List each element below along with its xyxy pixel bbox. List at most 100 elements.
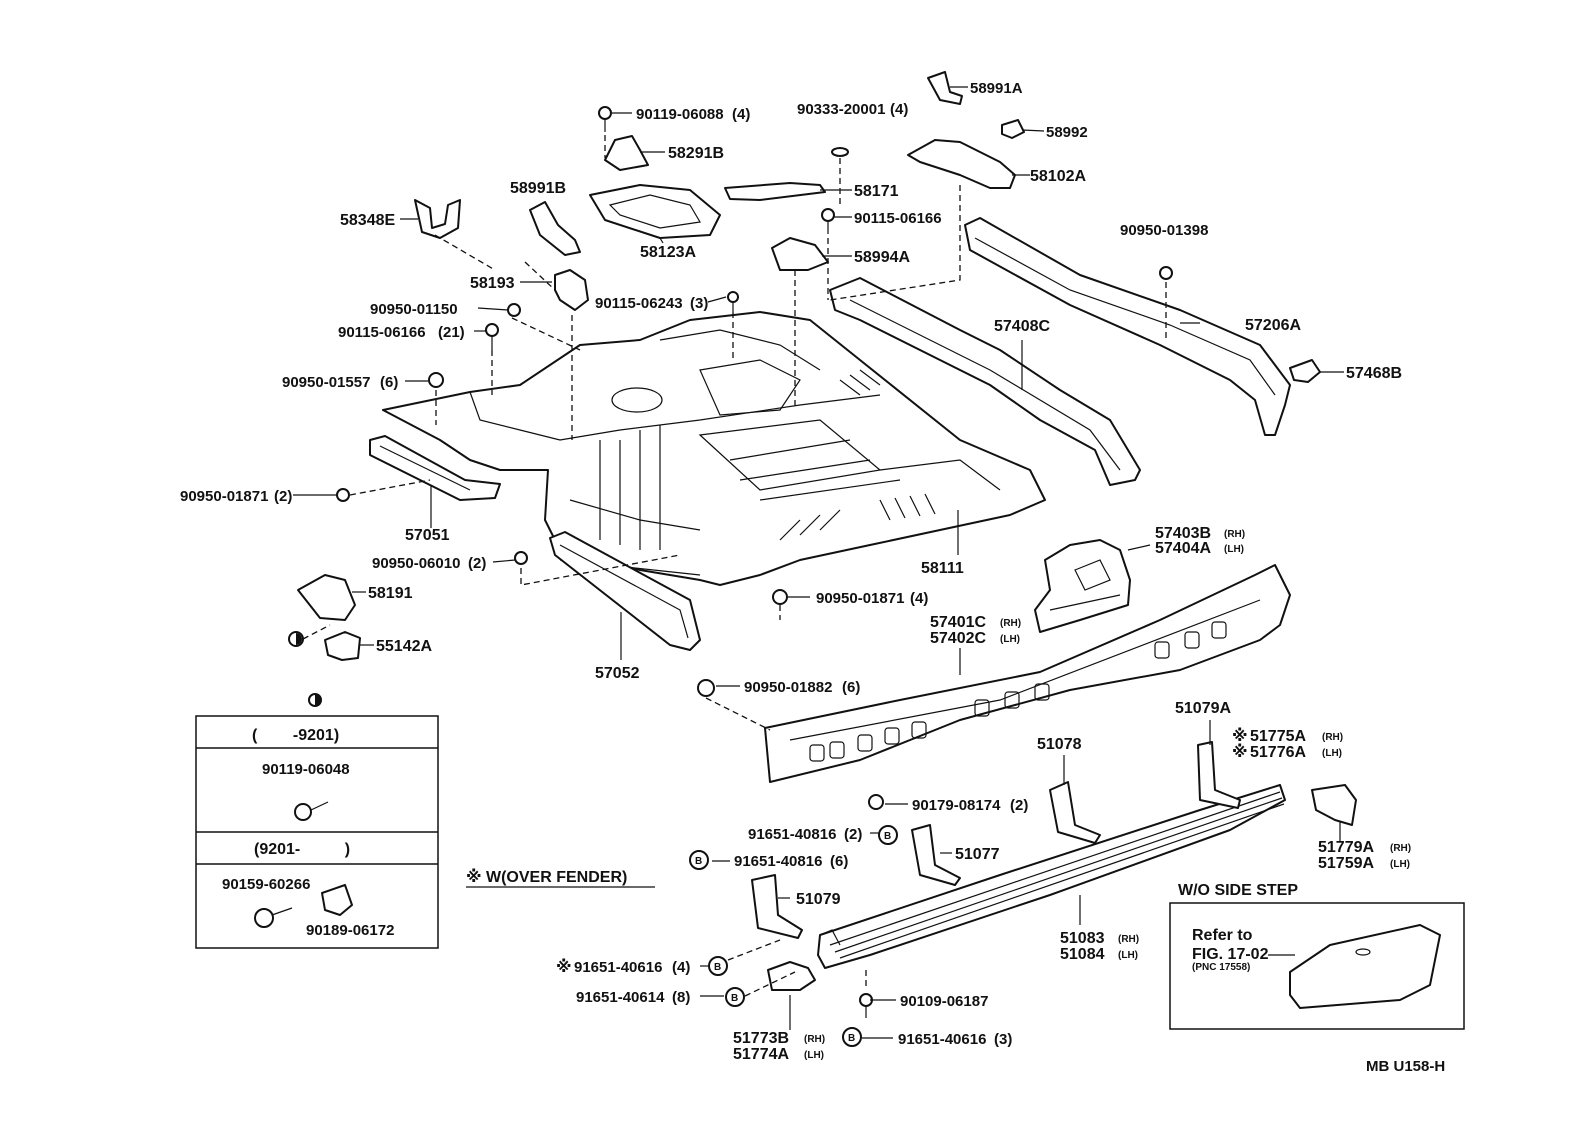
label-90333-20001: 90333-20001	[797, 101, 885, 118]
label-90950-06010-qty: (2)	[468, 555, 486, 572]
label-58291B: 58291B	[668, 145, 724, 162]
label-90950-01871-b: 90950-01871	[816, 590, 904, 607]
label-58992: 58992	[1046, 124, 1088, 141]
label-58994A: 58994A	[854, 249, 910, 266]
label-51775A-side: (RH)	[1322, 732, 1343, 743]
bracket-55142A	[324, 631, 361, 661]
rocker-holes	[809, 621, 1227, 762]
label-51078: 51078	[1037, 736, 1082, 753]
label-57468B: 57468B	[1346, 365, 1402, 382]
label-91651-40616-4: 91651-40616	[574, 959, 662, 976]
label-57051: 57051	[405, 527, 450, 544]
legend-row4-part-b: 90189-06172	[306, 922, 394, 939]
rocker-panel-57401C	[764, 564, 1291, 783]
label-57401C-side: (RH)	[1000, 618, 1021, 629]
label-58991B: 58991B	[510, 180, 566, 197]
running-board-51083	[817, 784, 1286, 969]
label-90950-01882-qty: (6)	[842, 679, 860, 696]
label-51083: 51083	[1060, 930, 1105, 947]
label-51779A-side: (RH)	[1390, 843, 1411, 854]
legend-screw-icon	[254, 907, 293, 928]
label-51084: 51084	[1060, 946, 1105, 963]
label-91651-40614: 91651-40614	[576, 989, 665, 1006]
plate-58171	[724, 182, 826, 201]
label-90950-01398: 90950-01398	[1120, 222, 1208, 239]
label-90950-01557: 90950-01557	[282, 374, 370, 391]
label-90950-01871-b-qty: (4)	[910, 590, 928, 607]
cover-58291B	[604, 135, 649, 171]
note-over-fender: ※ W(OVER FENDER)	[466, 868, 627, 886]
bracket-58191	[297, 574, 356, 621]
legend-row2-part: 90119-06048	[262, 761, 350, 778]
label-90950-01882: 90950-01882	[744, 679, 832, 696]
bracket-51077	[911, 824, 961, 886]
label-51079A: 51079A	[1175, 700, 1231, 717]
label-58102A: 58102A	[1030, 168, 1086, 185]
label-57206A: 57206A	[1245, 317, 1301, 334]
label-91651-40614-qty: (8)	[672, 989, 690, 1006]
label-90950-01871-a-qty: (2)	[274, 488, 292, 505]
label-91651-40816-6: 91651-40816	[734, 853, 822, 870]
legend-bolt-icon	[294, 801, 329, 821]
label-51759A-side: (LH)	[1390, 859, 1410, 870]
circle-b-markers	[689, 825, 898, 1047]
label-90115-06243-qty: (3)	[690, 295, 708, 312]
leader-lines	[293, 86, 1344, 1039]
label-57402C-side: (LH)	[1000, 634, 1020, 645]
legend-table	[195, 693, 439, 949]
legend-clip-icon	[321, 884, 353, 916]
circle-b-label: B	[731, 993, 738, 1004]
crossmember-57206A	[964, 217, 1291, 436]
label-90109-06187: 90109-06187	[900, 993, 988, 1010]
label-90950-01557-qty: (6)	[380, 374, 398, 391]
mark-51776A: ※	[1232, 743, 1248, 761]
label-57408C: 57408C	[994, 318, 1050, 335]
label-91651-40816-2: 91651-40816	[748, 826, 836, 843]
label-57402C: 57402C	[930, 630, 986, 647]
refer-to-text: Refer to	[1192, 927, 1253, 944]
label-57052: 57052	[595, 665, 640, 682]
bracket-51079	[751, 874, 803, 939]
label-58348E: 58348E	[340, 212, 395, 229]
wo-side-step-title: W/O SIDE STEP	[1178, 882, 1298, 899]
label-51083-side: (RH)	[1118, 934, 1139, 945]
label-51773B-side: (RH)	[804, 1034, 825, 1045]
label-90950-06010: 90950-06010	[372, 555, 460, 572]
circle-b-label: B	[884, 831, 891, 842]
label-58991A: 58991A	[970, 80, 1023, 97]
circle-b-label: B	[848, 1033, 855, 1044]
plate-58123A	[589, 184, 721, 239]
fasteners	[288, 106, 1173, 1018]
label-58123A: 58123A	[640, 244, 696, 261]
legend-row3: (9201- )	[254, 841, 350, 858]
label-91651-40816-2-qty: (2)	[844, 826, 862, 843]
label-58191: 58191	[368, 585, 413, 602]
legend-row1: ( -9201)	[252, 727, 339, 744]
label-51775A: 51775A	[1250, 728, 1306, 745]
bracket-58348E	[414, 199, 461, 239]
label-51079: 51079	[796, 891, 841, 908]
bracket-58991B	[529, 201, 581, 256]
bracket-58994A	[771, 237, 829, 271]
mark-91651-40616-4: ※	[556, 958, 572, 976]
bracket-57403B	[1034, 539, 1131, 633]
label-57401C: 57401C	[930, 614, 986, 631]
label-51077: 51077	[955, 846, 1000, 863]
bracket-58991A	[927, 71, 963, 105]
label-91651-40616-3: 91651-40616	[898, 1031, 986, 1048]
label-57403B-side: (RH)	[1224, 529, 1245, 540]
bracket-58193	[554, 269, 589, 311]
label-90179-08174-qty: (2)	[1010, 797, 1028, 814]
circle-b-label: B	[714, 962, 721, 973]
bracket-57468B	[1289, 359, 1321, 383]
label-90115-06243: 90115-06243	[595, 295, 683, 312]
bracket-58992	[1001, 119, 1025, 139]
label-90115-06166-21-qty: (21)	[438, 324, 465, 341]
label-90115-06166-21: 90115-06166	[338, 324, 426, 341]
floor-pan-58111	[382, 311, 1046, 586]
label-57403B: 57403B	[1155, 525, 1211, 542]
bracket-51078	[1049, 781, 1101, 844]
label-51759A: 51759A	[1318, 855, 1374, 872]
